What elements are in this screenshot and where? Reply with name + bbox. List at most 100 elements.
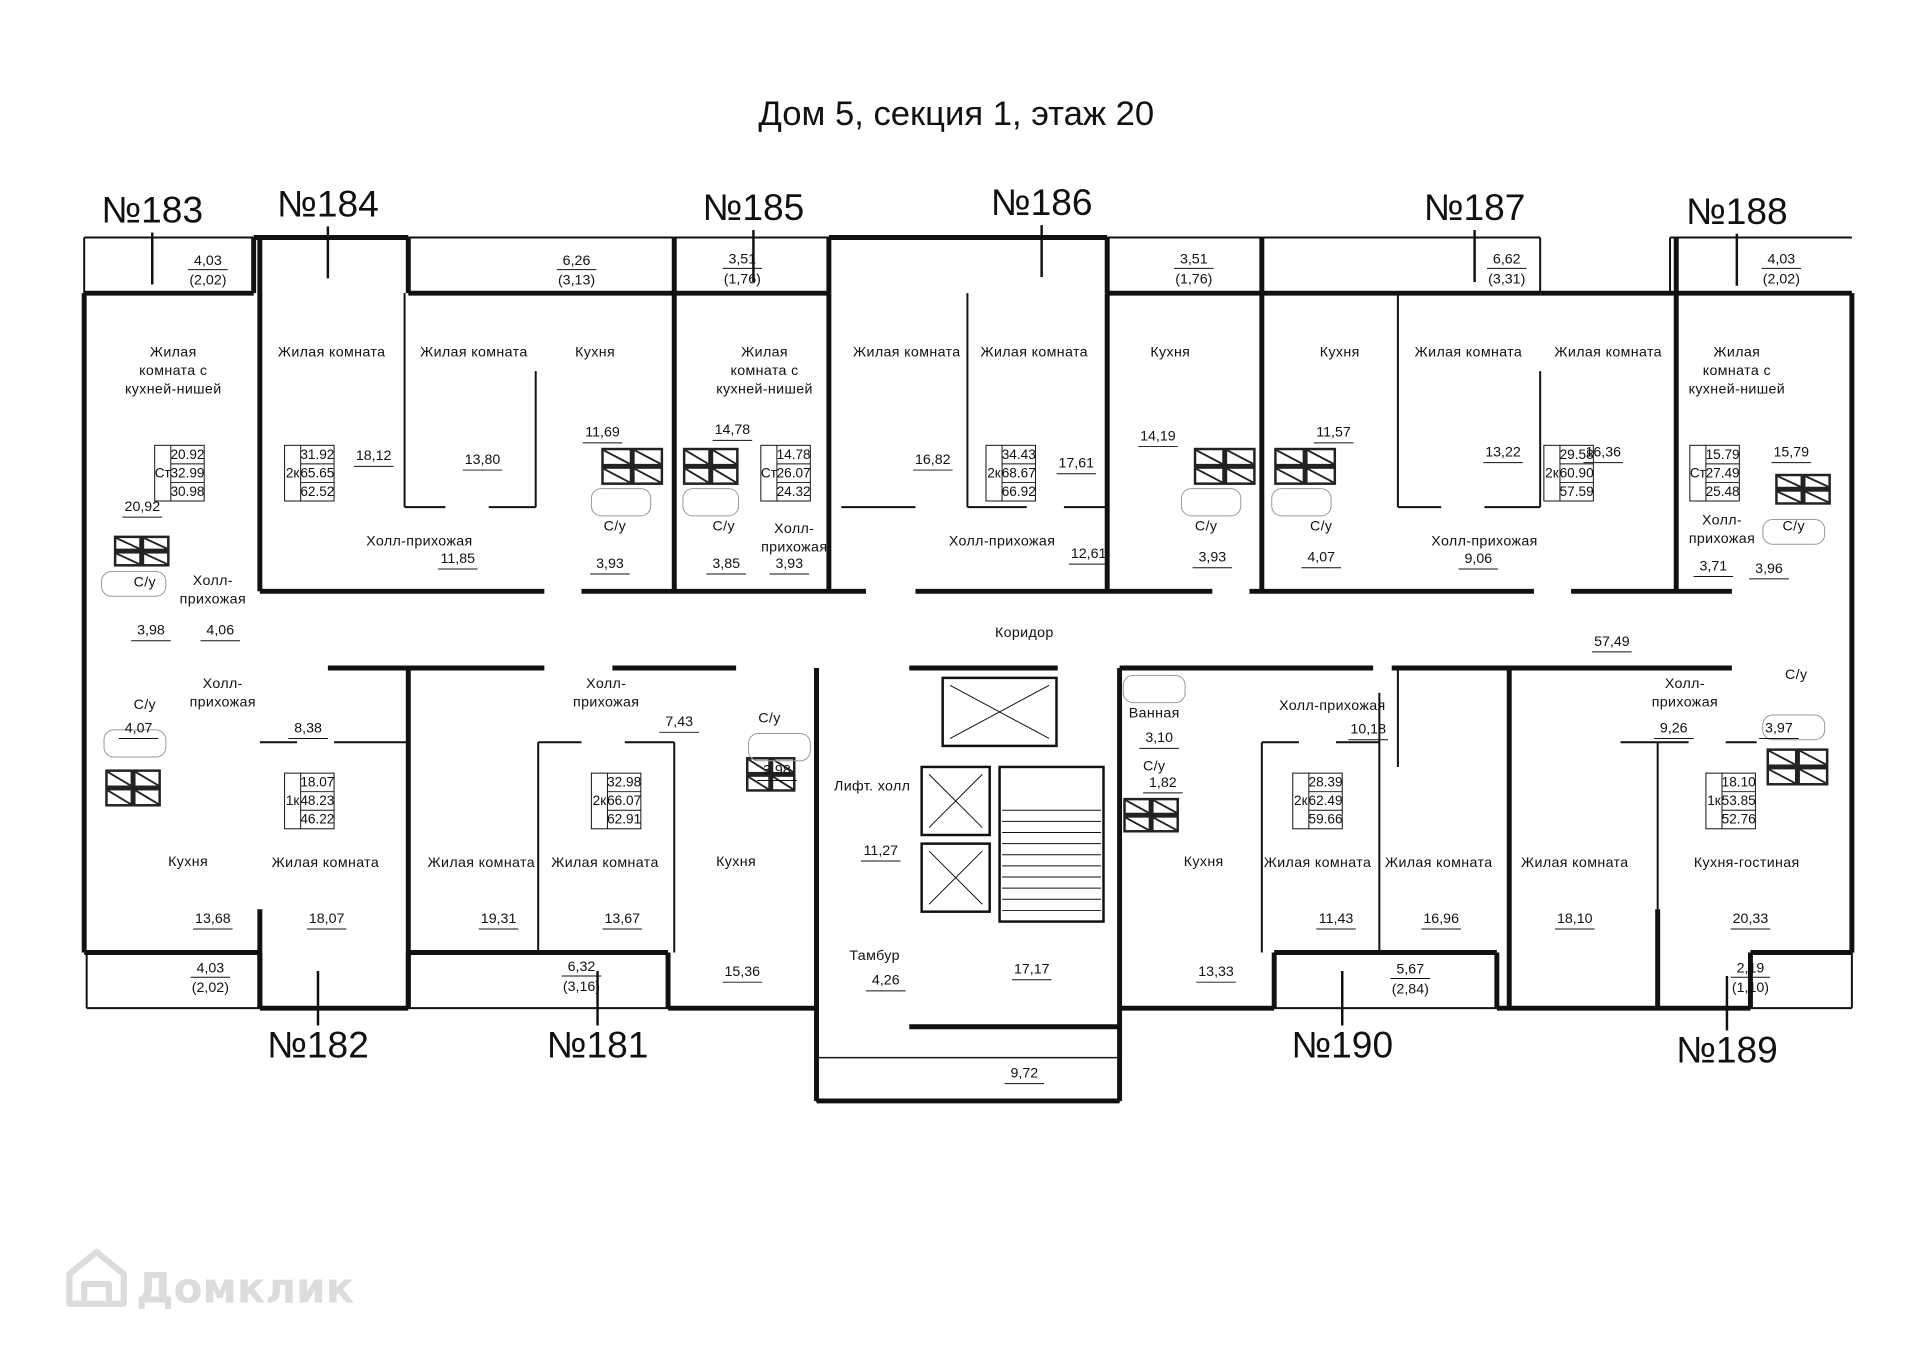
apartment-summary-box	[1543, 444, 1594, 502]
balcony-area: 6,26	[563, 253, 591, 269]
room-name: С/у	[1783, 519, 1806, 535]
living-area: 18.07	[300, 775, 334, 790]
balcony-reduced-area: (3,31)	[1488, 271, 1525, 287]
room-name: С/у	[1143, 759, 1166, 775]
room-name: комната с	[1703, 363, 1771, 379]
room-name: С/у	[758, 710, 781, 726]
balcony-reduced-area: (1,10)	[1732, 980, 1769, 996]
house-logo-icon	[66, 1248, 127, 1307]
apartment-number: №187	[1424, 186, 1526, 228]
apartment-number: №190	[1291, 1024, 1393, 1066]
reduced-area: 59.66	[1309, 812, 1343, 827]
room-name: Холл-прихожая	[949, 534, 1055, 550]
room-name: Кухня	[575, 344, 615, 360]
room-name: Жилая комната	[428, 855, 536, 871]
room-area: 4,07	[1307, 550, 1335, 566]
apartment-summary-box	[760, 444, 811, 502]
room-name: Кухня-гостиная	[1694, 855, 1800, 871]
ventilation-block	[105, 769, 161, 807]
apartment-summary-box	[154, 444, 205, 502]
apartment-number: №182	[267, 1024, 369, 1066]
walls	[81, 235, 1855, 1104]
room-area: 12,61	[1071, 546, 1107, 562]
room-area: 3,98	[763, 762, 791, 778]
room-area: 9,26	[1660, 720, 1688, 736]
room-name: Жилая комната	[1415, 344, 1523, 360]
room-area: 20,92	[125, 499, 161, 515]
room-area: 18,07	[309, 911, 345, 927]
apartment-number: №181	[547, 1024, 649, 1066]
ventilation-block	[1193, 447, 1256, 485]
apartment-type: 2к	[1294, 793, 1309, 808]
room-area: 16,82	[915, 452, 951, 468]
room-name: Жилая комната	[1385, 855, 1493, 871]
room-area: 8,38	[294, 720, 322, 736]
living-area: 31.92	[300, 447, 334, 462]
total-area: 32.99	[170, 465, 204, 480]
common-room-name: Лифт. холл	[834, 778, 910, 794]
room-name: кухней-нишей	[125, 381, 222, 397]
reduced-area: 62.91	[607, 812, 641, 827]
balcony-reduced-area: (3,13)	[558, 273, 595, 289]
room-area: 14,78	[715, 422, 751, 438]
room-name: С/у	[713, 519, 736, 535]
apartment-type: 2к	[593, 793, 608, 808]
living-area: 28.39	[1309, 775, 1343, 790]
room-name: Холл-прихожая	[1279, 698, 1385, 714]
apartment-type: Ст	[761, 465, 777, 480]
balcony-area: 4,03	[1768, 252, 1796, 268]
bathtub-icon	[1762, 714, 1826, 741]
room-area: 4,07	[125, 720, 153, 736]
room-name: С/у	[134, 697, 157, 713]
balcony-area: 4,03	[194, 253, 222, 269]
balcony-reduced-area: (1,76)	[1175, 271, 1212, 287]
apartment-summary-box	[985, 444, 1036, 502]
total-area: 65.65	[300, 465, 334, 480]
total-area: 62.49	[1309, 793, 1343, 808]
room-area: 3,97	[1765, 720, 1793, 736]
elevator-shaft	[941, 676, 1058, 748]
bathtub-icon	[1122, 674, 1186, 704]
labels: Дом 5, секция 1, этаж 20 №1834,03(2,02)С…	[101, 95, 1812, 1085]
balcony-area: 3,51	[1180, 252, 1208, 268]
room-name: Холл-прихожая	[366, 534, 472, 550]
room-area: 13,67	[604, 911, 640, 927]
elevator-cross-icon	[949, 684, 1050, 739]
room-name: Кухня	[1320, 344, 1360, 360]
balcony-area: 6,62	[1493, 252, 1521, 268]
reduced-area: 24.32	[777, 484, 811, 499]
living-area: 14.78	[777, 447, 811, 462]
room-area: 13,22	[1485, 444, 1521, 460]
room-area: 17,61	[1058, 456, 1094, 472]
room-name: комната с	[730, 363, 798, 379]
bathtub-icon	[747, 733, 811, 762]
balcony-area: 4,03	[197, 960, 225, 976]
room-area: 10,18	[1350, 722, 1386, 738]
room-name: Холл-	[203, 676, 243, 692]
room-name: Холл-	[193, 573, 233, 589]
room-area: 3,10	[1145, 730, 1173, 746]
room-name: кухней-нишей	[716, 381, 813, 397]
room-area: 7,43	[665, 714, 693, 730]
room-area: 13,80	[465, 452, 501, 468]
room-name: С/у	[1785, 667, 1808, 683]
total-area: 53.85	[1722, 793, 1756, 808]
room-name: Холл-	[586, 676, 626, 692]
reduced-area: 57.59	[1560, 484, 1594, 499]
staircase	[998, 765, 1105, 923]
room-area: 18,12	[356, 448, 392, 464]
reduced-area: 62.52	[300, 484, 334, 499]
room-name: прихожая	[761, 540, 827, 556]
room-name: Кухня	[1184, 854, 1224, 870]
common-area: 9,72	[1010, 1065, 1038, 1081]
room-name: прихожая	[573, 694, 639, 710]
elevator-cross-icon	[928, 774, 983, 828]
reduced-area: 52.76	[1722, 812, 1756, 827]
loggia	[815, 1056, 1121, 1102]
apartment-number: №185	[703, 186, 805, 228]
room-name: С/у	[1310, 519, 1333, 535]
room-name: кухней-нишей	[1689, 381, 1786, 397]
ventilation-block	[682, 447, 739, 485]
apartment-summary-box	[590, 772, 642, 830]
room-name: Холл-	[1665, 676, 1705, 692]
